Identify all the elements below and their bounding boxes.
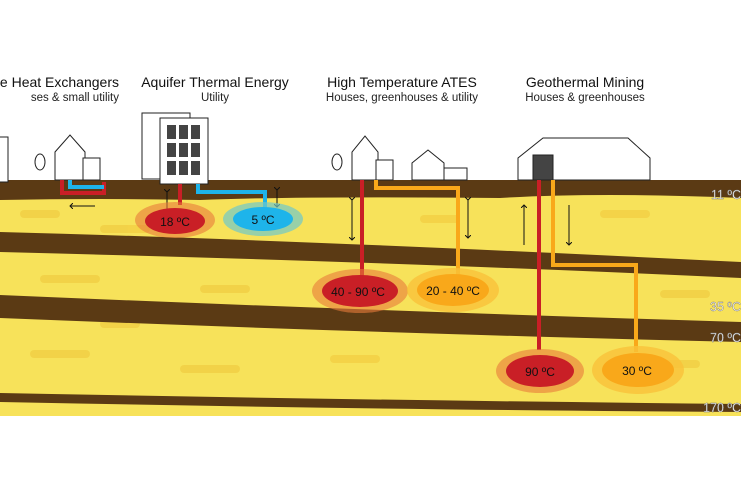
reservoir-temperature: 20 - 40 ºC — [426, 284, 480, 298]
reservoir-geo-return: 30 ºC — [592, 346, 684, 394]
system-subheading: Houses & greenhouses — [525, 92, 645, 104]
reservoir-temperature: 5 ºC — [251, 213, 274, 227]
system-heading: High Temperature ATES — [327, 74, 477, 90]
house-icon — [54, 134, 468, 181]
pipe-geo-return — [551, 180, 638, 352]
reservoir-ates-warm: 18 ºC — [135, 202, 215, 238]
greenhouse-icon — [517, 137, 651, 181]
reservoir-ht-hot: 40 - 90 ºC — [312, 269, 408, 313]
reservoir-temperature: 90 ºC — [525, 365, 555, 379]
system-subheading: Houses, greenhouses & utility — [325, 92, 479, 104]
system-heading: Aquifer Thermal Energy — [141, 74, 289, 90]
system-subheading: ses & small utility — [30, 92, 119, 104]
surface-soil — [0, 180, 741, 200]
depth-temperature: 11 ºC — [711, 188, 741, 202]
reservoir-geo-hot: 90 ºC — [496, 349, 584, 393]
pipe-ht-warm — [374, 180, 460, 280]
system-title-heat-exchangers: e Heat Exchangers ses & small utility — [0, 74, 119, 106]
tree-icon — [34, 153, 343, 171]
soil-stratum-3 — [0, 393, 741, 412]
reservoir-ht-warm: 20 - 40 ºC — [407, 268, 499, 312]
reservoir-temperature: 18 ºC — [160, 215, 190, 229]
depth-temperature: 70 ºC — [710, 331, 741, 345]
sand-texture — [20, 210, 710, 373]
pipe-ates-cold — [196, 184, 267, 212]
system-heading: Geothermal Mining — [525, 74, 645, 90]
system-title-geothermal: Geothermal Mining Houses & greenhouses — [510, 74, 660, 106]
system-title-ates: Aquifer Thermal Energy Utility — [130, 74, 300, 106]
flow-arrow-icon — [70, 190, 569, 245]
soil-stratum-2 — [0, 295, 741, 342]
system-subheading: Utility — [200, 92, 230, 104]
reservoir-temperature: 40 - 90 ºC — [331, 285, 385, 299]
depth-temperature: 35 ºC — [710, 300, 741, 314]
building-icon — [0, 112, 209, 185]
system-title-ht-ates: High Temperature ATES Houses, greenhouse… — [312, 74, 492, 106]
reservoir-ates-cold: 5 ºC — [223, 202, 303, 236]
depth-temperature: 170 ºC — [703, 401, 741, 415]
reservoir-temperature: 30 ºC — [622, 364, 652, 378]
pipe-cold — [68, 180, 104, 189]
system-heading: e Heat Exchangers — [0, 74, 119, 90]
